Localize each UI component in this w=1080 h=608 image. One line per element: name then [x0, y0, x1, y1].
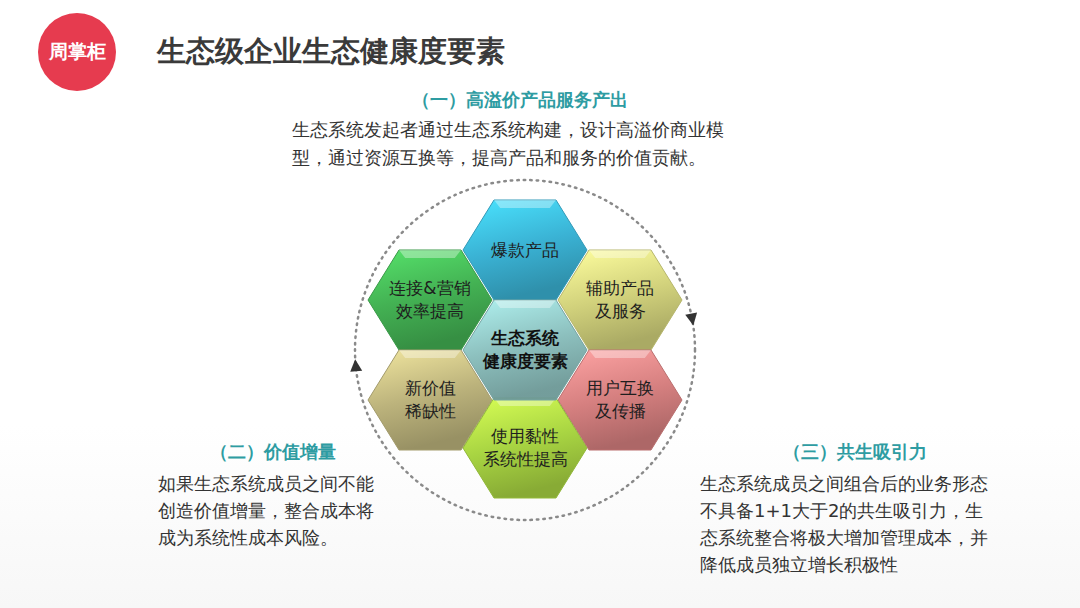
hex-label: 生态系统 健康度要素 [475, 327, 574, 373]
hex-cell: 使用黏性 系统性提高 [463, 398, 587, 498]
hex-bevel [589, 250, 651, 258]
section-heading: （二）价值增量 [150, 440, 395, 463]
logo-text: 周掌柜 [49, 39, 106, 65]
section-body: 生态系统成员之间组合后的业务形态不具备1+1大于2的共生吸引力，生态系统整合将极… [700, 470, 998, 578]
section-heading: （一）高溢价产品服务产出 [290, 88, 750, 111]
ring-arrowhead [350, 359, 362, 371]
badge-circle [38, 13, 116, 91]
section-heading: （三）共生吸引力 [700, 440, 1010, 463]
node-shape [463, 398, 587, 498]
hex-label: 使用黏性 系统性提高 [475, 425, 574, 471]
page-title: 生态级企业生态健康度要素 [157, 32, 505, 72]
hex-bevel [494, 200, 556, 208]
node-shape [463, 300, 587, 400]
hex-label: 辅助产品 及服务 [570, 277, 669, 323]
center-hex: 生态系统 健康度要素 [463, 300, 587, 400]
hexagon-shape [463, 398, 587, 498]
hex-label: 爆款产品 [491, 239, 559, 262]
hex-label: 连接&营销 效率提高 [380, 277, 479, 323]
section-body: 如果生态系统成员之间不能创造价值增量，整合成本将成为系统性成本风险。 [158, 470, 382, 551]
section-body: 生态系统发起者通过生态系统构建，设计高溢价商业模型，通过资源互换等，提高产品和服… [292, 116, 738, 172]
hex-bevel [494, 300, 556, 308]
hex-bevel [589, 350, 651, 358]
hex-bevel [494, 398, 556, 406]
hex-bevel [399, 250, 461, 258]
hex-label: 新价值 稀缺性 [380, 377, 479, 423]
hex-label: 用户互换 及传播 [570, 377, 669, 423]
ring-arrowhead [685, 313, 697, 326]
dotted-ring [355, 180, 695, 520]
hex-bevel [399, 350, 461, 358]
logo-badge: 周掌柜 [38, 13, 116, 91]
